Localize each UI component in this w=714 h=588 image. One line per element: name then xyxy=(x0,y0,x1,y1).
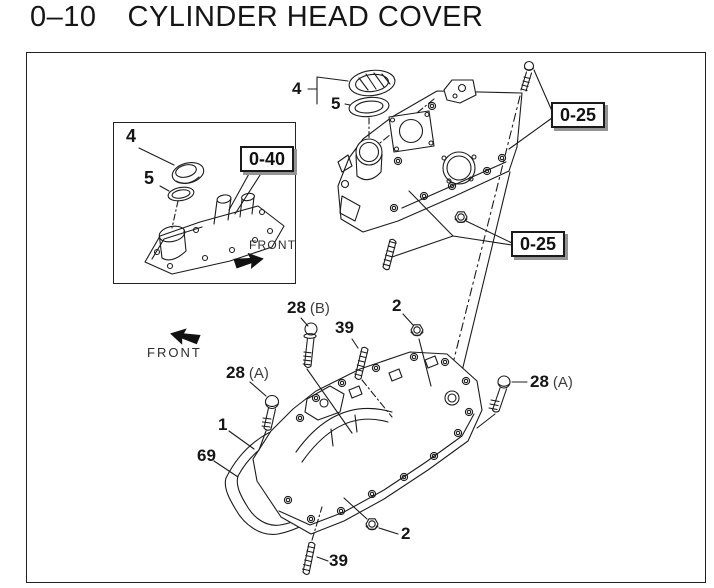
inset-part-label-seal: 5 xyxy=(144,168,155,188)
torque-callout-inset[interactable]: 0-40 xyxy=(240,146,295,172)
section-name: CYLINDER HEAD COVER xyxy=(127,1,484,33)
part-label-bolt-28a-left: 28(A) xyxy=(226,363,269,382)
part-label-head-cover: 1 xyxy=(218,415,228,434)
torque-callout-upper[interactable]: 0-25 xyxy=(551,102,606,128)
part-label-bolt-28a-right: 28(A) xyxy=(530,372,573,391)
inset-part-label-cap: 4 xyxy=(126,126,137,146)
part-label-nut-lower: 2 xyxy=(401,524,411,543)
main-front-label: FRONT xyxy=(147,345,202,360)
part-label-gasket: 69 xyxy=(197,446,216,465)
part-label-nut-upper: 2 xyxy=(392,296,402,315)
part-label-seal-ring: 5 xyxy=(331,94,341,113)
part-label-stud-lower: 39 xyxy=(329,551,348,570)
section-number: 0–10 xyxy=(30,1,97,33)
torque-callout-mid[interactable]: 0-25 xyxy=(511,231,566,257)
part-label-stud-upper: 39 xyxy=(335,318,354,337)
inset-front-label: FRONT xyxy=(249,238,297,252)
inset-view-box xyxy=(113,122,296,284)
part-label-bolt-28b: 28(B) xyxy=(287,298,330,317)
diagram-frame xyxy=(26,52,706,583)
page-title: 0–10 CYLINDER HEAD COVER xyxy=(30,1,483,34)
part-label-oil-filler-cap: 4 xyxy=(292,79,302,98)
